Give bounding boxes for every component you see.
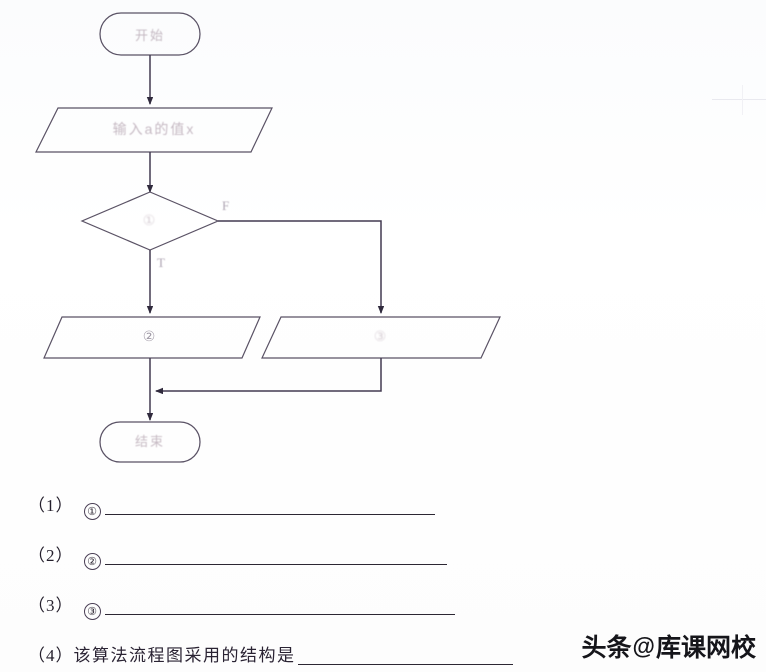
scan-artifact-line-vertical [742,85,743,115]
node-start-label: 开始 [134,28,165,43]
scan-artifact-line [712,99,766,100]
question-text-4: 该算法流程图采用的结构是 [73,646,296,665]
node-process-left-label: ② [142,328,158,344]
answer-blank-3[interactable] [104,613,455,615]
question-list: （1） ① （2） ② （3） ③ （4） 该算法流程图采用的结构是 [0,470,766,670]
watermark-at: @ [632,632,655,659]
flowchart-diagram [35,12,501,463]
watermark-brand: 头条 [581,634,632,662]
question-row-4: （4） 该算法流程图采用的结构是 [0,620,766,670]
branch-label-false: F [222,198,230,213]
node-decision-label: ① [142,212,158,228]
watermark: 头条 @ 库课网校 [582,628,756,664]
question-number-1: （1） [28,496,74,515]
question-marker-1: ① [83,503,101,520]
question-row-3: （3） ③ [0,570,766,620]
answer-blank-1[interactable] [104,513,435,515]
question-row-1: （1） ① [0,470,766,520]
watermark-account: 库课网校 [655,634,756,662]
node-process-right-label: ③ [373,328,389,344]
question-marker-3: ③ [83,603,101,620]
node-input-label: 输入a的值x [112,121,196,137]
connector-right-merge [155,358,382,395]
answer-blank-4[interactable] [297,663,513,665]
question-number-2: （2） [28,546,74,565]
question-number-4: （4） [28,646,74,665]
node-input-shape [35,107,273,153]
node-process-left-shape [43,316,261,359]
answer-blank-2[interactable] [104,563,447,565]
connector-decision-false [218,220,385,314]
node-end-shape [99,421,201,463]
question-marker-2: ② [83,553,101,570]
question-number-3: （3） [28,596,74,615]
node-process-right-shape [261,316,501,359]
node-end-label: 结束 [134,434,165,449]
branch-label-true: T [157,255,165,270]
question-row-2: （2） ② [0,520,766,570]
